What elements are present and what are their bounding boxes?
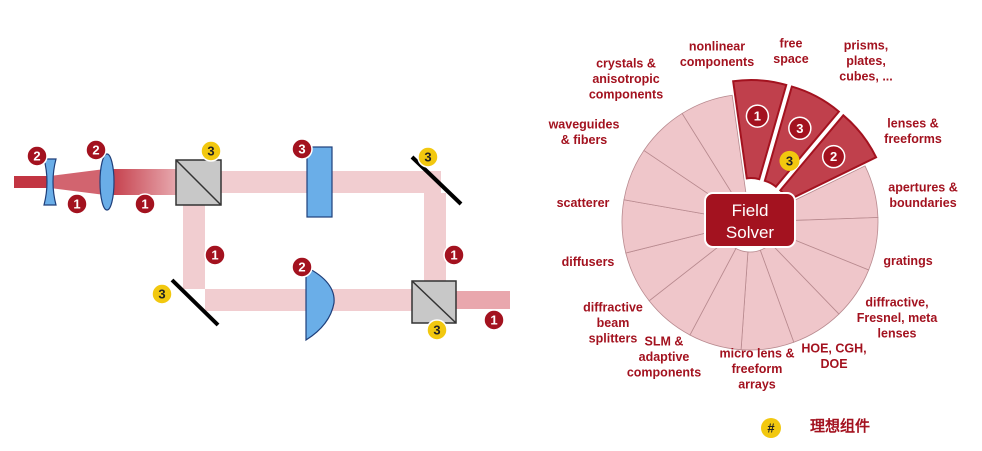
svg-text:3: 3 <box>298 142 305 157</box>
field-solver-box: Field Solver <box>704 192 796 248</box>
svg-text:3: 3 <box>433 323 440 338</box>
segment-badge: 3 <box>788 116 812 141</box>
svg-text:1: 1 <box>141 197 148 212</box>
ideal-badge: 3 <box>200 140 222 162</box>
segment-badge: 1 <box>745 104 770 128</box>
category-label: HOE, CGH,DOE <box>801 341 866 371</box>
concave-lens <box>43 158 57 206</box>
svg-text:3: 3 <box>207 144 214 159</box>
badge: 1 <box>443 244 465 266</box>
category-label: prisms,plates,cubes, ... <box>839 39 893 84</box>
mirror-bottom-left <box>170 278 220 327</box>
beam-splitter-1 <box>175 159 222 206</box>
svg-text:2: 2 <box>92 143 99 158</box>
field-solver-wheel: 1 3 3 2 <box>621 79 879 351</box>
segment-badge: 2 <box>821 144 846 169</box>
badge: 1 <box>134 193 156 215</box>
ideal-badge: 3 <box>779 150 800 171</box>
mirror-top-right <box>410 155 463 206</box>
category-label: lenses &freeforms <box>884 116 942 146</box>
legend-symbol: # <box>767 421 775 436</box>
collimated-beam <box>105 169 177 195</box>
plate-element <box>306 146 333 218</box>
category-label: diffusers <box>562 255 615 269</box>
svg-text:1: 1 <box>450 248 457 263</box>
badge: 1 <box>483 309 505 331</box>
svg-text:2: 2 <box>830 149 837 164</box>
category-label: waveguides& fibers <box>548 117 620 147</box>
badge: 2 <box>26 145 48 167</box>
legend-text: 理想组件 <box>810 417 870 435</box>
expanding-beam <box>50 169 105 195</box>
optical-setup: 2 1 2 1 3 3 3 1 1 3 2 3 1 <box>14 138 510 342</box>
cylindrical-lens <box>305 266 335 342</box>
beam-splitter-2 <box>411 280 457 324</box>
ideal-badge: 3 <box>151 283 173 305</box>
svg-text:2: 2 <box>298 260 305 275</box>
category-label: gratings <box>883 254 932 268</box>
badge: 1 <box>204 244 226 266</box>
input-beam <box>14 176 50 188</box>
svg-text:1: 1 <box>211 248 218 263</box>
svg-text:1: 1 <box>754 109 761 124</box>
badge: 2 <box>291 256 313 278</box>
ideal-badge: 3 <box>426 319 448 341</box>
wheel-segment <box>732 79 788 181</box>
badge: 3 <box>291 138 313 160</box>
svg-text:3: 3 <box>158 287 165 302</box>
svg-text:1: 1 <box>73 197 80 212</box>
output-beam <box>456 291 510 309</box>
svg-text:2: 2 <box>33 149 40 164</box>
badge: 1 <box>66 193 88 215</box>
legend: # 理想组件 <box>761 417 870 438</box>
svg-text:3: 3 <box>786 153 793 168</box>
beam-left-arm <box>183 205 205 289</box>
category-label: apertures &boundaries <box>888 180 957 210</box>
beam-right-arm <box>424 193 446 281</box>
center-title-line1: Field <box>732 201 769 220</box>
ideal-badge: 3 <box>417 146 439 168</box>
svg-text:3: 3 <box>424 150 431 165</box>
badge: 2 <box>85 139 107 161</box>
svg-text:3: 3 <box>796 121 803 136</box>
svg-text:1: 1 <box>490 313 497 328</box>
category-label: scatterer <box>557 196 610 210</box>
center-title-line2: Solver <box>726 223 775 242</box>
convex-lens <box>99 153 115 211</box>
